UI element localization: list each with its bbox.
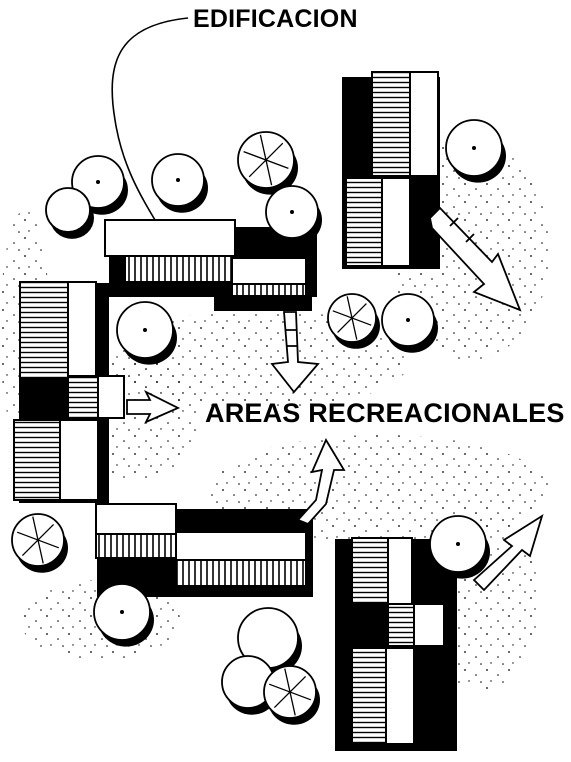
tree-trunk-dot bbox=[290, 210, 294, 214]
circulation-arrow-south bbox=[270, 311, 320, 394]
building-west-column bbox=[13, 281, 125, 503]
tree-canopy-icon bbox=[93, 583, 154, 647]
tree-branch-lines bbox=[268, 668, 312, 716]
building-north-center bbox=[104, 219, 317, 311]
tree-canopy-icon bbox=[11, 513, 68, 573]
tree-canopy-icon bbox=[116, 301, 177, 365]
tree-canopy-icon bbox=[45, 187, 94, 239]
circulation-arrow-east-lower bbox=[472, 513, 544, 592]
tree-canopy-icon bbox=[265, 185, 322, 245]
building-southeast bbox=[335, 537, 457, 751]
recreation-areas-label: AREAS RECREACIONALES bbox=[205, 398, 565, 428]
building-northeast bbox=[342, 71, 440, 269]
tree-branch-lines bbox=[243, 134, 289, 186]
tree-canopy-icon bbox=[429, 515, 490, 579]
tree-canopy-icon bbox=[381, 293, 438, 353]
building-south-center bbox=[95, 503, 313, 597]
tree-branch-lines bbox=[332, 296, 372, 340]
tree-canopy-icon bbox=[445, 119, 506, 183]
tree-trunk-dot bbox=[406, 318, 410, 322]
leader-line bbox=[111, 17, 189, 226]
circulation-arrow-southeast bbox=[429, 206, 522, 312]
building-label: EDIFICACION bbox=[193, 5, 358, 33]
tree-canopy-icon bbox=[237, 131, 298, 195]
tree-canopy-group bbox=[11, 119, 506, 725]
tree-trunk-dot bbox=[456, 542, 460, 546]
tree-crown bbox=[45, 187, 91, 233]
tree-trunk-dot bbox=[96, 180, 100, 184]
tree-branch-lines bbox=[16, 516, 60, 564]
tree-trunk-dot bbox=[176, 178, 180, 182]
tree-canopy-icon bbox=[221, 655, 278, 715]
tree-canopy-icon bbox=[327, 293, 380, 349]
tree-canopy-icon bbox=[263, 665, 320, 725]
tree-trunk-dot bbox=[472, 146, 476, 150]
tree-trunk-dot bbox=[120, 610, 124, 614]
tree-trunk-dot bbox=[143, 328, 147, 332]
circulation-arrow-east bbox=[126, 389, 181, 424]
circulation-arrow-northeast bbox=[296, 438, 346, 526]
tree-canopy-icon bbox=[151, 153, 208, 213]
